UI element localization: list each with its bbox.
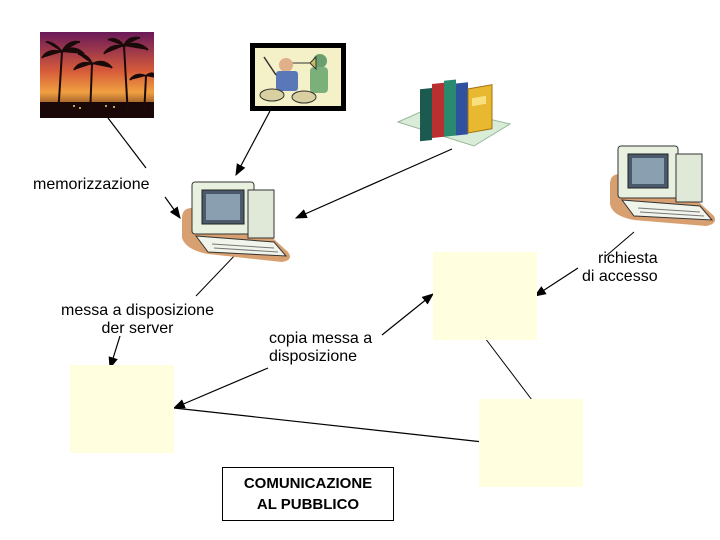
books-clipart	[394, 76, 512, 152]
label-copia-messa: copia messa a disposizione	[269, 330, 372, 366]
line-box-to-right-box	[174, 408, 483, 442]
arrow-server-to-box	[110, 336, 120, 368]
computer-left-icon	[178, 172, 296, 268]
arrow-copia-to-request-box	[382, 294, 433, 335]
label-messa-a-disposizione: messa a disposizione der server	[61, 302, 214, 338]
request-box	[433, 252, 537, 340]
arrow-richiesta-to-box	[535, 268, 578, 296]
label-richiesta: richiesta di accesso	[582, 250, 658, 286]
communication-box	[479, 399, 583, 487]
arrow-books-to-computer	[296, 149, 452, 218]
sunset-photo	[40, 32, 154, 118]
computer-right-icon	[606, 140, 720, 232]
musician-photo	[250, 43, 346, 111]
arrow-copia-to-box	[174, 368, 268, 408]
arrow-musician-to-computer	[236, 111, 270, 175]
label-comunicazione-pubblico: COMUNICAZIONE AL PUBBLICO	[222, 467, 394, 521]
line-photo-to-label	[108, 118, 146, 168]
line-request-box-to-box	[485, 338, 532, 400]
label-memorizzazione: memorizzazione	[33, 176, 149, 194]
server-box	[70, 365, 174, 453]
